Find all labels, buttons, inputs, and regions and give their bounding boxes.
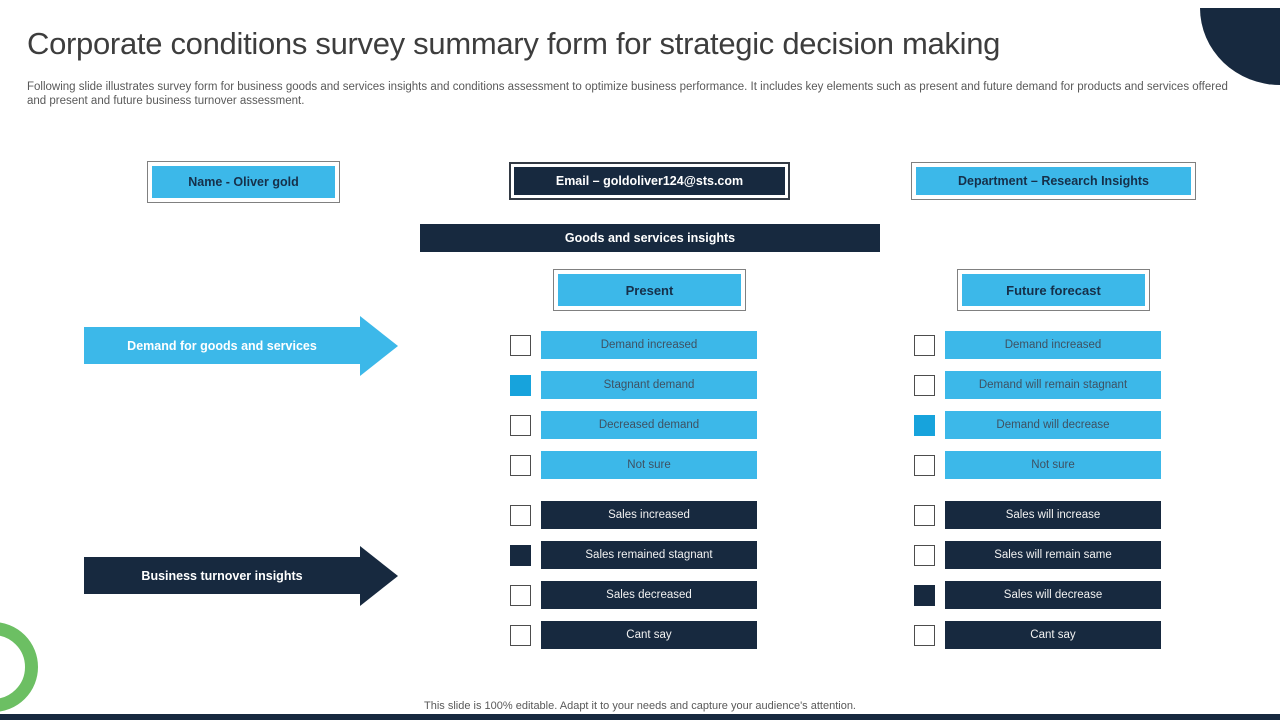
option-label[interactable]: Sales will remain same xyxy=(945,541,1161,569)
name-field-value: Name - Oliver gold xyxy=(152,166,335,198)
footer-note: This slide is 100% editable. Adapt it to… xyxy=(424,700,856,712)
option-label[interactable]: Cant say xyxy=(541,621,757,649)
checkbox[interactable] xyxy=(510,414,531,436)
survey-option-row: Sales remained stagnant xyxy=(510,541,757,569)
demand-row-arrow-label: Demand for goods and services xyxy=(127,338,317,353)
checkbox[interactable] xyxy=(510,374,531,396)
department-field[interactable]: Department – Research Insights xyxy=(911,162,1196,200)
future-turnover-section: Sales will increase Sales will remain sa… xyxy=(914,501,1161,661)
checkbox[interactable] xyxy=(914,414,935,436)
survey-option-row: Sales will increase xyxy=(914,501,1161,529)
checkbox[interactable] xyxy=(510,504,531,526)
corner-quarter-circle-decoration xyxy=(1200,8,1280,85)
option-label[interactable]: Demand will remain stagnant xyxy=(945,371,1161,399)
option-label[interactable]: Decreased demand xyxy=(541,411,757,439)
checkbox[interactable] xyxy=(914,454,935,476)
survey-option-row: Sales decreased xyxy=(510,581,757,609)
survey-option-row: Sales will decrease xyxy=(914,581,1161,609)
checkbox[interactable] xyxy=(510,624,531,646)
checkbox[interactable] xyxy=(510,584,531,606)
survey-option-row: Not sure xyxy=(914,451,1161,479)
present-turnover-section: Sales increased Sales remained stagnant … xyxy=(510,501,757,661)
future-column-label: Future forecast xyxy=(962,274,1145,306)
demand-row-arrow: Demand for goods and services xyxy=(84,327,360,364)
option-label[interactable]: Sales remained stagnant xyxy=(541,541,757,569)
turnover-row-arrow-label: Business turnover insights xyxy=(141,568,303,583)
checkbox[interactable] xyxy=(914,584,935,606)
name-field[interactable]: Name - Oliver gold xyxy=(147,161,340,203)
option-label[interactable]: Demand increased xyxy=(945,331,1161,359)
present-demand-section: Demand increased Stagnant demand Decreas… xyxy=(510,331,757,491)
survey-option-row: Demand increased xyxy=(914,331,1161,359)
option-label[interactable]: Sales will decrease xyxy=(945,581,1161,609)
survey-option-row: Demand increased xyxy=(510,331,757,359)
survey-option-row: Sales increased xyxy=(510,501,757,529)
checkbox[interactable] xyxy=(914,544,935,566)
survey-option-row: Demand will decrease xyxy=(914,411,1161,439)
email-field[interactable]: Email – goldoliver124@sts.com xyxy=(509,162,790,200)
option-label[interactable]: Cant say xyxy=(945,621,1161,649)
page-title: Corporate conditions survey summary form… xyxy=(27,26,1001,61)
survey-option-row: Cant say xyxy=(914,621,1161,649)
checkbox[interactable] xyxy=(510,544,531,566)
survey-option-row: Decreased demand xyxy=(510,411,757,439)
email-field-value: Email – goldoliver124@sts.com xyxy=(514,167,785,195)
option-label[interactable]: Stagnant demand xyxy=(541,371,757,399)
present-column-header: Present xyxy=(553,269,746,311)
survey-option-row: Cant say xyxy=(510,621,757,649)
green-ring-decoration xyxy=(0,622,38,712)
future-demand-section: Demand increased Demand will remain stag… xyxy=(914,331,1161,491)
survey-option-row: Stagnant demand xyxy=(510,371,757,399)
future-column-header: Future forecast xyxy=(957,269,1150,311)
checkbox[interactable] xyxy=(914,624,935,646)
present-column-label: Present xyxy=(558,274,741,306)
turnover-row-arrow: Business turnover insights xyxy=(84,557,360,594)
checkbox[interactable] xyxy=(914,504,935,526)
option-label[interactable]: Sales increased xyxy=(541,501,757,529)
option-label[interactable]: Not sure xyxy=(541,451,757,479)
checkbox[interactable] xyxy=(510,334,531,356)
bottom-bar-decoration xyxy=(0,714,1280,720)
checkbox[interactable] xyxy=(510,454,531,476)
option-label[interactable]: Not sure xyxy=(945,451,1161,479)
survey-option-row: Not sure xyxy=(510,451,757,479)
section-banner: Goods and services insights xyxy=(420,224,880,252)
slide-description: Following slide illustrates survey form … xyxy=(27,81,1228,108)
option-label[interactable]: Demand increased xyxy=(541,331,757,359)
option-label[interactable]: Sales decreased xyxy=(541,581,757,609)
survey-option-row: Demand will remain stagnant xyxy=(914,371,1161,399)
option-label[interactable]: Sales will increase xyxy=(945,501,1161,529)
department-field-value: Department – Research Insights xyxy=(916,167,1191,195)
option-label[interactable]: Demand will decrease xyxy=(945,411,1161,439)
survey-option-row: Sales will remain same xyxy=(914,541,1161,569)
checkbox[interactable] xyxy=(914,334,935,356)
checkbox[interactable] xyxy=(914,374,935,396)
